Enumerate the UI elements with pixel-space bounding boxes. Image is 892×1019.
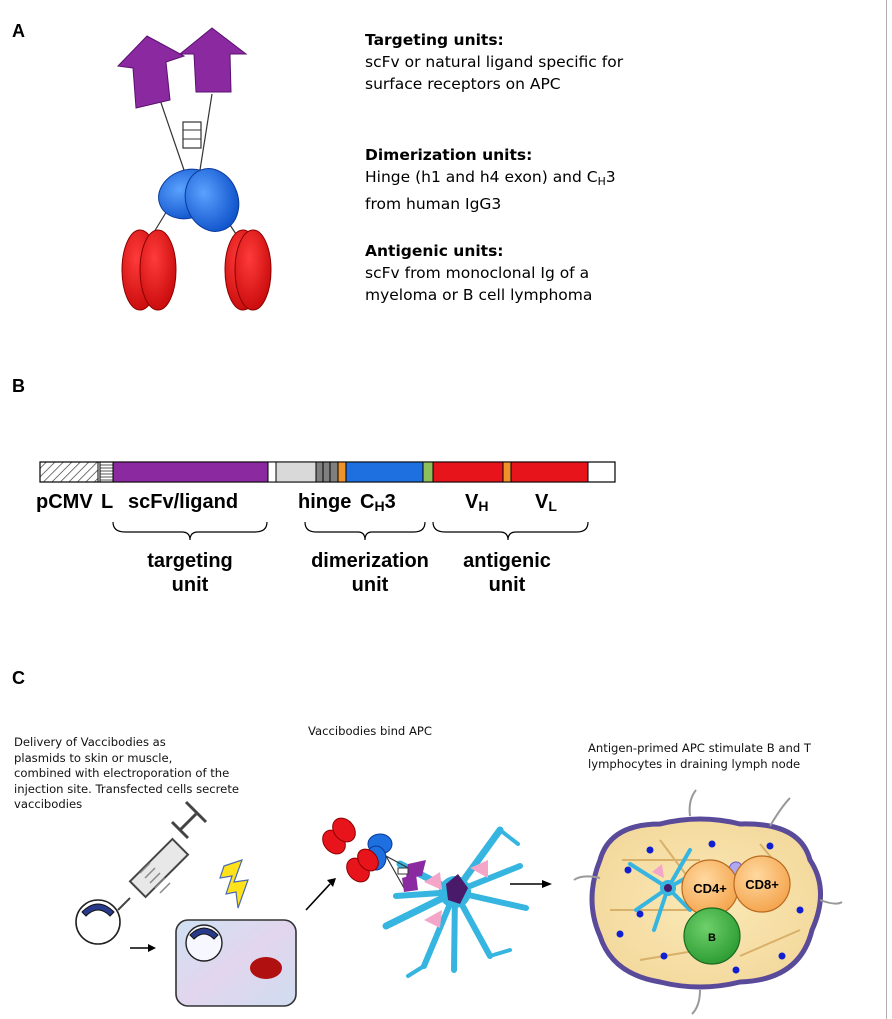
antigenic-title: Antigenic units:	[365, 242, 504, 260]
right-border	[886, 0, 887, 1019]
targeting-arrow-left	[116, 35, 186, 109]
antigenic-unit-label: antigenic unit	[463, 550, 551, 596]
label-ch3: CH3	[360, 491, 396, 514]
targeting-arrow-right	[178, 27, 248, 93]
cd8-cell	[733, 855, 791, 913]
panel-letter-c: C	[12, 668, 25, 688]
targeting-unit-label: targeting unit	[147, 550, 233, 596]
label-hinge: hinge	[298, 491, 352, 513]
panel-letter-a: A	[12, 21, 25, 41]
antigenic-line1: scFv from monoclonal Ig of a	[365, 264, 590, 282]
segment-hinge-light	[275, 461, 317, 483]
antigenic-line2: myeloma or B cell lymphoma	[365, 286, 593, 304]
antigenic-description: Antigenic units: scFv from monoclonal Ig…	[365, 240, 592, 306]
receptor-pink-1	[424, 872, 442, 890]
brace-dimerization-unit	[304, 521, 426, 541]
receptor-pink-2	[424, 910, 442, 928]
segment-ch3	[345, 461, 424, 483]
dimerization-ellipse-right	[184, 168, 240, 232]
segment-vh	[432, 461, 504, 483]
arm-left	[157, 93, 185, 171]
lightning-icon	[219, 859, 249, 909]
segment-vl	[510, 461, 589, 483]
label-scfv-ligand: scFv/ligand	[128, 491, 239, 513]
segment-pcmv	[39, 461, 99, 483]
targeting-title: Targeting units:	[365, 31, 504, 49]
hinge-ladder	[182, 121, 202, 149]
syringe-icon	[117, 800, 208, 911]
segment-leader	[99, 461, 114, 483]
segment-linker-green	[422, 461, 434, 483]
apc-nucleus	[446, 874, 468, 904]
brace-targeting-unit	[112, 521, 268, 541]
arm-right	[199, 93, 213, 171]
dimerization-description: Dimerization units: Hinge (h1 and h4 exo…	[365, 144, 616, 215]
mechanism-illustration: CD4+ CD8+ B	[75, 789, 843, 1015]
dimerization-title: Dimerization units:	[365, 146, 533, 164]
segment-hinge-dark3	[329, 461, 339, 483]
construct-map	[39, 461, 616, 541]
targeting-line1: scFv or natural ligand specific for	[365, 53, 624, 71]
cd8-label: CD8+	[745, 877, 779, 892]
segment-spacer	[267, 461, 277, 483]
segment-linker-orange	[337, 461, 347, 483]
plasmid-icon	[75, 899, 121, 945]
segment-linker-orange2	[502, 461, 512, 483]
panel-letter-b: B	[12, 376, 25, 396]
arrow-to-apc	[305, 883, 331, 911]
delivery-description: Delivery of Vaccibodies as plasmids to s…	[14, 735, 239, 811]
label-vh: VH	[465, 491, 489, 514]
segment-hinge-dark1	[315, 461, 324, 483]
targeting-description: Targeting units: scFv or natural ligand …	[365, 29, 623, 95]
cd4-label: CD4+	[693, 881, 727, 896]
label-vl: VL	[535, 491, 557, 514]
label-leader: L	[101, 491, 114, 513]
dimerization-unit-label: dimerization unit	[311, 550, 429, 596]
bound-vaccibody-icon	[322, 817, 426, 892]
segment-hinge-dark2	[322, 461, 331, 483]
receptor-pink-3	[470, 860, 488, 878]
b-cell	[683, 907, 741, 965]
targeting-line2: surface receptors on APC	[365, 75, 561, 93]
stimulate-description: Antigen-primed APC stimulate B and T lym…	[588, 741, 811, 771]
label-pcmv: pCMV	[36, 491, 93, 513]
antigenic-ellipse-left-front	[139, 229, 177, 311]
nucleus-icon	[250, 957, 282, 979]
brace-antigenic-unit	[432, 521, 589, 541]
bind-description: Vaccibodies bind APC	[308, 724, 432, 738]
dimerization-line1: Hinge (h1 and h4 exon) and CH3	[365, 168, 616, 188]
b-cell-label: B	[708, 932, 716, 944]
segment-scfv-ligand	[112, 461, 269, 483]
vaccibody-structure-illustration	[116, 27, 300, 311]
dimerization-line2: from human IgG3	[365, 195, 502, 213]
antigenic-ellipse-right-front	[234, 229, 272, 311]
